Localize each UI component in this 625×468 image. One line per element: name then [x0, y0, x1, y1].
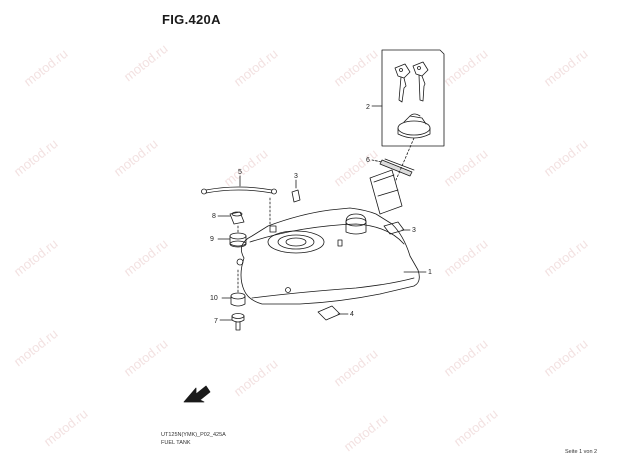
grommet-lower-drawing — [230, 292, 246, 307]
key-pair-drawing — [394, 61, 429, 103]
figure-title: FIG.420A — [162, 12, 221, 27]
callout-1: 1 — [428, 269, 432, 276]
callout-5: 5 — [238, 169, 242, 176]
page-indicator: Seite 1 von 2 — [565, 449, 598, 455]
filler-neck-drawing — [369, 169, 403, 215]
callout-8: 8 — [212, 213, 216, 220]
callout-3-upper: 3 — [294, 173, 298, 180]
callout-10: 10 — [210, 295, 218, 302]
figure-caption: FUEL TANK — [161, 440, 191, 446]
fuel-tank-body — [236, 207, 420, 305]
callout-3-right: 3 — [412, 227, 416, 234]
callout-2: 2 — [366, 104, 370, 111]
callout-labels: 1 2 3 3 4 5 6 7 8 9 10 — [210, 104, 432, 325]
fuel-cap-drawing — [397, 113, 431, 139]
bolt-drawing — [231, 313, 245, 331]
fuel-cap-assembly-box — [381, 49, 445, 147]
rubber-pad-lower-drawing — [317, 305, 341, 321]
breather-hose-drawing — [201, 186, 277, 195]
callout-9: 9 — [210, 236, 214, 243]
callout-4: 4 — [350, 311, 354, 318]
small-pad-drawing — [291, 189, 301, 203]
cushion-drawing — [229, 211, 245, 225]
grommet-drawing — [229, 232, 247, 248]
rubber-pad-drawing — [383, 221, 405, 235]
callout-7: 7 — [214, 318, 218, 325]
gasket-drawing — [379, 158, 415, 177]
callout-6: 6 — [366, 157, 370, 164]
front-arrow-icon — [183, 385, 211, 403]
drawing-code: UT125N(YMK)_P02_425A — [161, 432, 226, 438]
